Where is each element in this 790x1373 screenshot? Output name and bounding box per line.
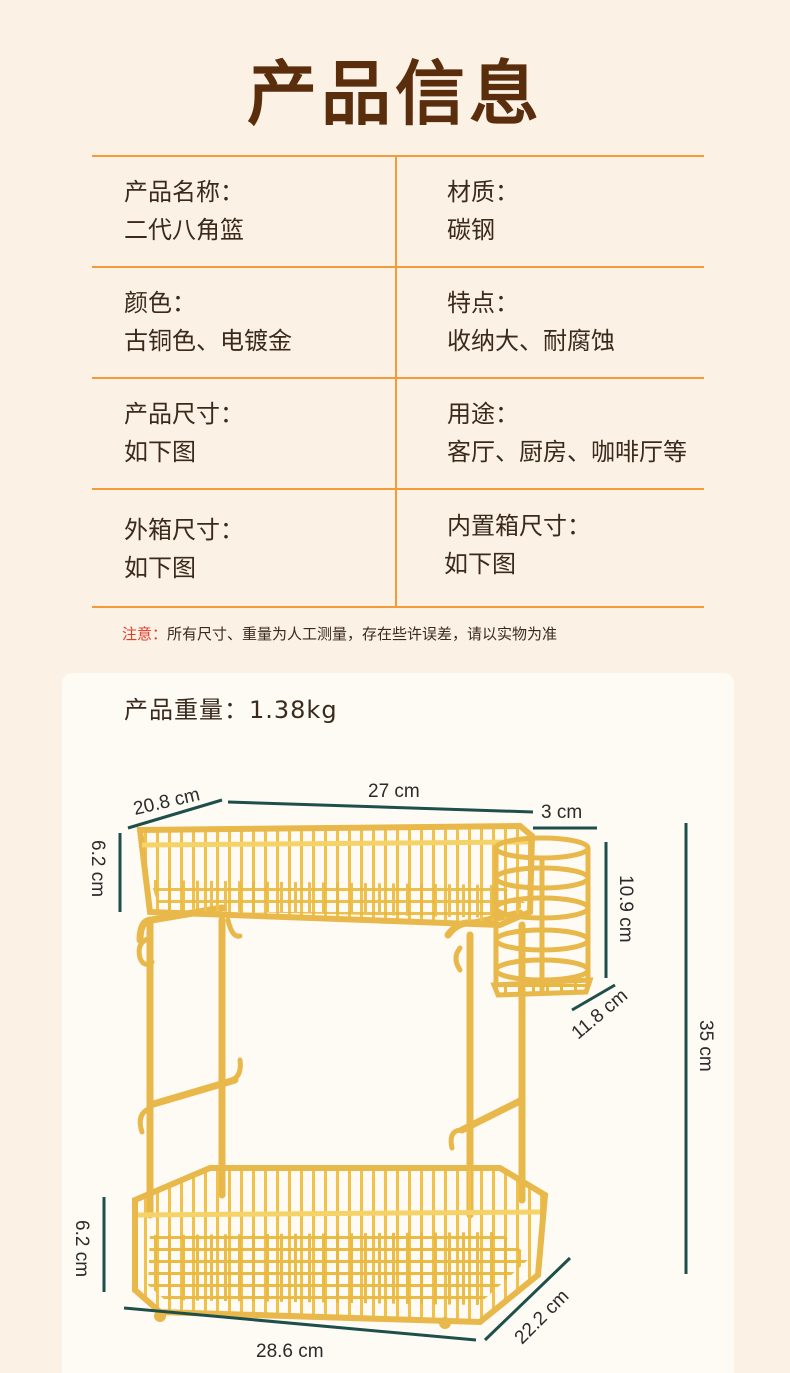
dim-bottom-height: 6.2 cm <box>71 1220 92 1277</box>
page-title: 产品信息 <box>247 53 543 135</box>
spec-material-value: 碳钢 <box>447 216 495 244</box>
spec-table: 产品名称： 二代八角篮 材质： 碳钢 颜色： 古铜色、电镀金 特点： 收纳大、耐… <box>92 155 704 608</box>
spec-name-value: 二代八角篮 <box>124 216 244 244</box>
dimension-lines <box>102 798 688 1342</box>
spec-feature-label: 特点： <box>447 289 519 317</box>
table-line <box>92 488 704 490</box>
spec-name-label: 产品名称： <box>124 178 244 206</box>
spec-size-label: 产品尺寸： <box>124 400 244 428</box>
product-weight: 产品重量：1.38kg <box>124 696 338 724</box>
dim-bottom-depth: 22.2 cm <box>511 1286 574 1349</box>
dim-total-height: 35 cm <box>695 1020 716 1072</box>
measurement-note: 注意：所有尺寸、重量为人工测量，存在些许误差，请以实物为准 <box>122 623 557 644</box>
spec-material-label: 材质： <box>447 178 519 206</box>
spec-outer-value: 如下图 <box>124 554 196 582</box>
dim-top-height: 6.2 cm <box>87 840 108 897</box>
note-label: 注意： <box>122 625 168 643</box>
spec-feature-value: 收纳大、耐腐蚀 <box>447 327 615 355</box>
spec-usage-value: 客厅、厨房、咖啡厅等 <box>447 438 687 466</box>
spec-color-label: 颜色： <box>124 289 196 317</box>
utensil-holder <box>490 835 594 998</box>
table-line <box>92 606 704 608</box>
top-basket <box>136 822 536 929</box>
dim-bottom-width: 28.6 cm <box>256 1341 324 1362</box>
note-text: 所有尺寸、重量为人工测量，存在些许误差，请以实物为准 <box>167 625 558 643</box>
spec-size-value: 如下图 <box>124 438 196 466</box>
dim-top-width: 27 cm <box>368 781 420 802</box>
table-line <box>92 266 704 268</box>
dim-top-depth: 20.8 cm <box>131 784 202 820</box>
spec-outer-label: 外箱尺寸： <box>124 516 244 544</box>
spec-color-value: 古铜色、电镀金 <box>124 327 292 355</box>
table-line <box>92 377 704 379</box>
spec-usage-label: 用途： <box>447 400 519 428</box>
spec-inner-label: 内置箱尺寸： <box>447 512 591 540</box>
spec-inner-value: 如下图 <box>444 550 516 578</box>
dim-holder-width: 3 cm <box>541 802 582 823</box>
table-line <box>92 155 704 157</box>
bottom-basket <box>132 1165 549 1329</box>
dim-holder-height: 10.9 cm <box>615 875 636 943</box>
table-divider <box>395 155 397 608</box>
hook-icon <box>136 917 465 1151</box>
